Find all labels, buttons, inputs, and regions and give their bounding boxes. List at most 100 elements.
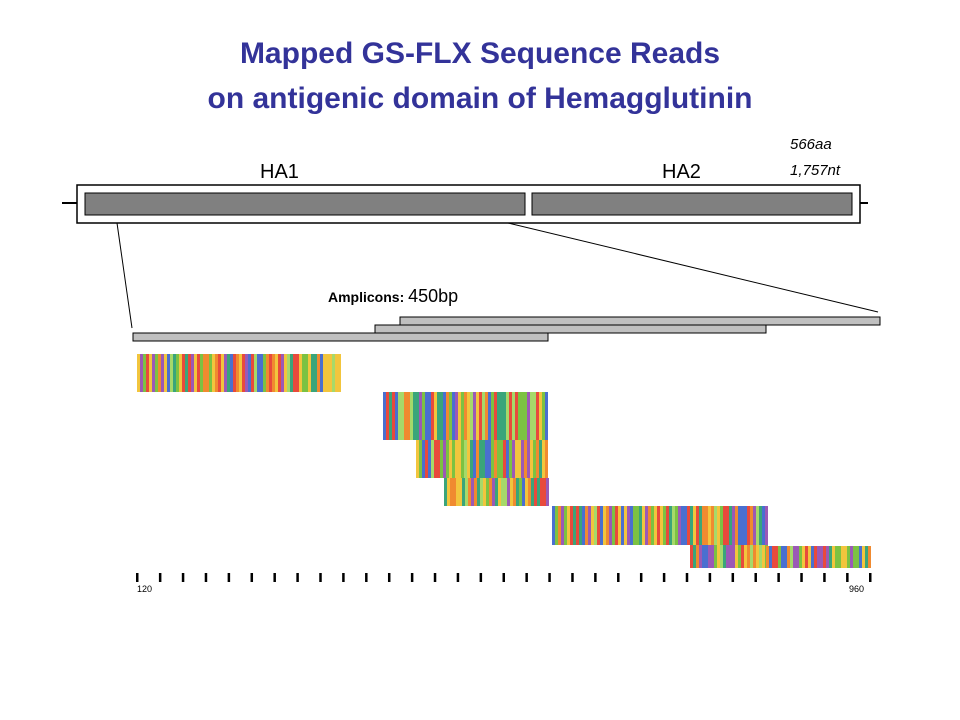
read-stripe — [817, 546, 820, 568]
axis-end-label: 960 — [849, 584, 864, 594]
read-stripe — [227, 354, 230, 392]
read-stripe — [657, 506, 660, 545]
read-stripe — [850, 546, 853, 568]
read-stripe — [642, 506, 645, 545]
read-stripe — [536, 440, 539, 478]
axis-tick — [342, 573, 345, 582]
amplicons-label: Amplicons: 450bp — [328, 286, 458, 307]
read-stripe — [260, 354, 263, 392]
read-stripe — [633, 506, 636, 545]
read-stripe — [762, 545, 765, 568]
read-stripe — [236, 354, 239, 392]
read-stripe — [513, 478, 516, 506]
read-stripe — [868, 546, 871, 568]
read-stripe — [775, 546, 778, 568]
read-stripe — [591, 506, 594, 545]
read-stripe — [759, 506, 762, 545]
read-stripe — [476, 392, 479, 440]
read-stripe — [446, 440, 449, 478]
read-stripe — [521, 440, 524, 478]
read-stripe — [811, 546, 814, 568]
read-stripe — [741, 506, 744, 545]
read-block-2 — [383, 392, 549, 506]
read-stripe — [428, 440, 431, 478]
read-stripe — [476, 440, 479, 478]
position-axis — [136, 573, 872, 582]
read-stripe — [459, 478, 462, 506]
read-stripe — [717, 506, 720, 545]
amplicon-size: 450bp — [408, 286, 459, 306]
read-stripe — [308, 354, 311, 392]
read-stripe — [224, 354, 227, 392]
read-stripe — [492, 478, 495, 506]
read-stripe — [239, 354, 242, 392]
axis-tick — [823, 573, 826, 582]
read-stripe — [856, 546, 859, 568]
length-nt-label: 1,757nt — [790, 162, 841, 179]
read-stripe — [194, 354, 197, 392]
read-stripe — [796, 546, 799, 568]
read-stripe — [744, 506, 747, 545]
read-stripe — [488, 392, 491, 440]
read-stripe — [561, 506, 564, 545]
read-stripe — [627, 506, 630, 545]
read-stripe — [654, 506, 657, 545]
read-stripe — [383, 392, 386, 440]
read-stripe — [735, 545, 738, 568]
axis-tick — [456, 573, 460, 582]
read-stripe — [750, 545, 753, 568]
read-stripe — [799, 546, 802, 568]
read-stripe — [455, 392, 458, 440]
read-stripe — [802, 546, 805, 568]
read-stripe — [320, 354, 323, 392]
read-stripe — [440, 440, 443, 478]
read-stripe — [242, 354, 245, 392]
read-stripe — [636, 506, 639, 545]
read-stripe — [467, 440, 470, 478]
read-block-4 — [766, 546, 871, 568]
read-stripe — [437, 392, 440, 440]
read-stripe — [729, 545, 732, 568]
read-stripe — [479, 392, 482, 440]
read-stripe — [534, 478, 537, 506]
read-stripe — [462, 478, 465, 506]
read-stripe — [413, 392, 416, 440]
read-stripe — [696, 506, 699, 545]
read-stripe — [545, 440, 548, 478]
read-stripe — [772, 546, 775, 568]
read-stripe — [516, 478, 519, 506]
read-stripe — [528, 478, 531, 506]
read-stripe — [690, 506, 693, 545]
read-stripe — [398, 392, 401, 440]
read-stripe — [447, 478, 450, 506]
axis-tick — [685, 573, 689, 582]
read-stripe — [756, 545, 759, 568]
read-stripe — [702, 506, 705, 545]
read-stripe — [395, 392, 398, 440]
read-stripe — [582, 506, 585, 545]
axis-tick — [594, 573, 597, 582]
read-stripe — [512, 392, 515, 440]
read-stripe — [266, 354, 269, 392]
read-stripe — [456, 478, 459, 506]
read-stripe — [401, 392, 404, 440]
read-stripe — [615, 506, 618, 545]
read-stripe — [468, 478, 471, 506]
read-stripe — [579, 506, 582, 545]
read-stripe — [461, 440, 464, 478]
read-stripe — [407, 392, 410, 440]
read-stripe — [431, 392, 434, 440]
read-stripe — [693, 545, 696, 568]
axis-tick — [204, 573, 208, 582]
read-stripe — [693, 506, 696, 545]
read-stripe — [533, 392, 536, 440]
read-stripe — [708, 506, 711, 545]
read-stripe — [814, 546, 817, 568]
read-stripe — [705, 506, 708, 545]
ha2-label: HA2 — [662, 161, 701, 183]
read-stripe — [865, 546, 868, 568]
read-stripe — [500, 392, 503, 440]
read-stripe — [491, 440, 494, 478]
read-stripe — [389, 392, 392, 440]
read-stripe — [720, 506, 723, 545]
